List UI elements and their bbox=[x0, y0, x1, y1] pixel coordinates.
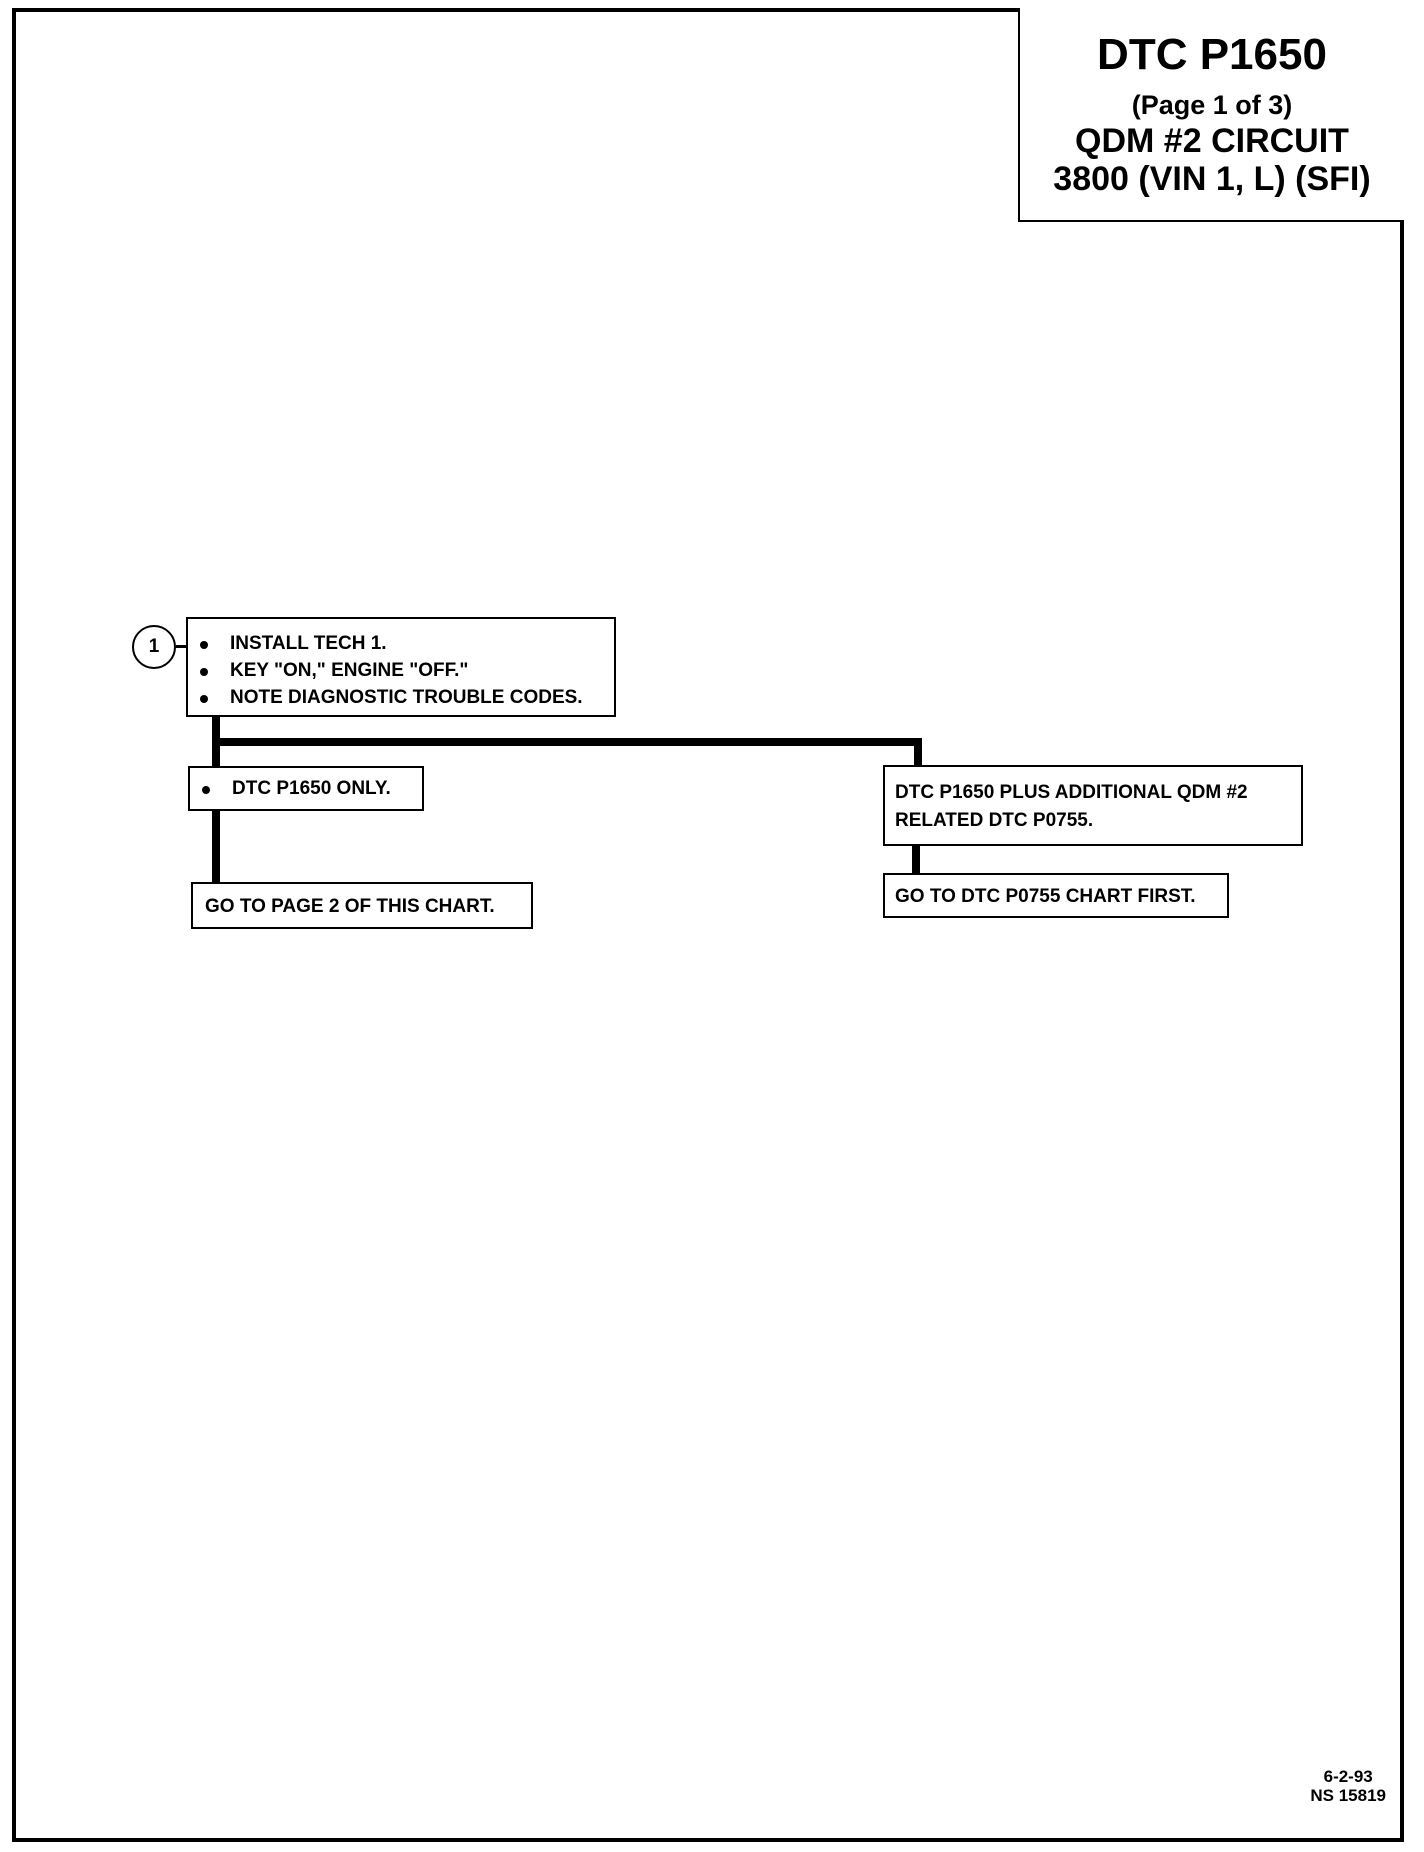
title-block: DTC P1650 (Page 1 of 3) QDM #2 CIRCUIT 3… bbox=[1018, 8, 1404, 222]
step-action-item: KEY "ON," ENGINE "OFF." bbox=[188, 658, 614, 685]
left-condition-box: DTC P1650 ONLY. bbox=[188, 766, 424, 811]
footer-ref-number: NS 15819 bbox=[1310, 1786, 1386, 1806]
wire-horizontal-branch bbox=[212, 738, 922, 746]
footer-date: 6-2-93 bbox=[1323, 1766, 1373, 1786]
footer-reference: 6-2-93 NS 15819 bbox=[1310, 1767, 1386, 1806]
step-action-item: INSTALL TECH 1. bbox=[188, 631, 614, 658]
step-action-item: NOTE DIAGNOSTIC TROUBLE CODES. bbox=[188, 685, 614, 712]
right-condition-line1: DTC P1650 PLUS ADDITIONAL QDM #2 bbox=[895, 782, 1248, 803]
page-indicator: (Page 1 of 3) bbox=[1131, 89, 1293, 120]
right-result-text: GO TO DTC P0755 CHART FIRST. bbox=[895, 886, 1196, 907]
circuit-name: QDM #2 CIRCUIT bbox=[1075, 122, 1349, 161]
step-actions-box: INSTALL TECH 1. KEY "ON," ENGINE "OFF." … bbox=[186, 617, 616, 717]
wire-left-vertical-top bbox=[212, 716, 220, 778]
wire-right-vertical-bottom bbox=[912, 844, 920, 874]
right-condition-box: DTC P1650 PLUS ADDITIONAL QDM #2 RELATED… bbox=[883, 765, 1303, 846]
left-condition-text: DTC P1650 ONLY. bbox=[190, 776, 422, 803]
wire-right-vertical-top bbox=[914, 738, 922, 766]
step-connector bbox=[176, 645, 186, 648]
left-result-text: GO TO PAGE 2 OF THIS CHART. bbox=[205, 896, 495, 917]
right-result-box: GO TO DTC P0755 CHART FIRST. bbox=[883, 873, 1229, 918]
step-actions-list: INSTALL TECH 1. KEY "ON," ENGINE "OFF." … bbox=[188, 631, 614, 712]
right-condition-line2: RELATED DTC P0755. bbox=[895, 809, 1094, 831]
left-result-box: GO TO PAGE 2 OF THIS CHART. bbox=[191, 882, 533, 929]
step-number-circle: 1 bbox=[132, 625, 176, 669]
page-border bbox=[12, 8, 1404, 1842]
wire-left-vertical-bottom bbox=[212, 808, 220, 884]
dtc-code: DTC P1650 bbox=[1097, 30, 1327, 79]
engine-spec: 3800 (VIN 1, L) (SFI) bbox=[1053, 160, 1371, 199]
